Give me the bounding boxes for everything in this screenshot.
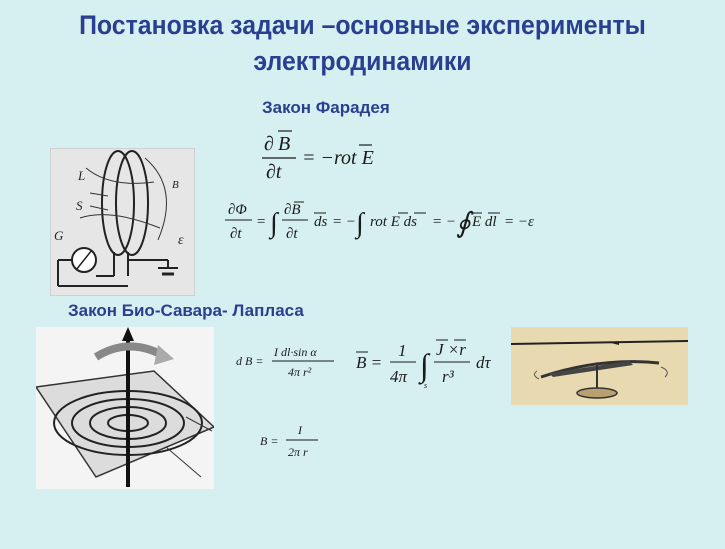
integral-subscript: s bbox=[424, 381, 427, 390]
svg-text:=: = bbox=[256, 214, 266, 230]
faraday-induction-figure: L S G B ε bbox=[50, 148, 195, 296]
svg-text:E dl: E dl bbox=[471, 214, 497, 230]
label-B: B bbox=[172, 179, 179, 191]
svg-text:4π r²: 4π r² bbox=[288, 365, 312, 379]
label-emf: ε bbox=[178, 233, 184, 248]
svg-text:I dl·sin α: I dl·sin α bbox=[273, 345, 317, 359]
svg-text:r³: r³ bbox=[442, 367, 455, 386]
label-G: G bbox=[54, 228, 64, 243]
svg-text:B =: B = bbox=[260, 434, 278, 448]
svg-text:1: 1 bbox=[398, 341, 407, 360]
faraday-equation-1: ∂ B ∂t = −rot E bbox=[262, 130, 374, 183]
svg-text:∂: ∂ bbox=[264, 133, 274, 155]
biot-savart-b-line-equation: B = I 2π r bbox=[260, 423, 318, 459]
slide-title-line2: электродинамики bbox=[253, 46, 472, 76]
biot-savart-b-integral-equation: B = 1 4π ∫ s J ×r r³ dτ bbox=[356, 339, 492, 390]
svg-text:B =: B = bbox=[356, 353, 382, 372]
svg-text:∮: ∮ bbox=[456, 208, 474, 239]
svg-text:∂t: ∂t bbox=[286, 226, 298, 242]
svg-text:∫: ∫ bbox=[418, 347, 431, 385]
biot-savart-db-equation: d B = I dl·sin α 4π r² bbox=[236, 345, 334, 379]
svg-text:rot E ds: rot E ds bbox=[370, 214, 417, 230]
slide-title-line1: Постановка задачи –основные эксперименты bbox=[79, 10, 646, 40]
svg-text:= −: = − bbox=[332, 214, 356, 230]
svg-text:∂t: ∂t bbox=[230, 226, 242, 242]
label-L: L bbox=[77, 168, 85, 183]
faraday-heading: Закон Фарадея bbox=[262, 98, 390, 117]
magnetic-field-wire-figure bbox=[36, 327, 214, 489]
faraday-equation-2: ∂Φ ∂t = ∫ ∂B ∂t ds = − ∫ rot E ds = − ∮ … bbox=[225, 201, 534, 242]
svg-text:= −rot E: = −rot E bbox=[302, 147, 374, 169]
oersted-experiment-photo bbox=[511, 327, 688, 405]
label-S: S bbox=[76, 198, 83, 213]
svg-text:B: B bbox=[278, 133, 290, 155]
svg-text:J ×r: J ×r bbox=[436, 340, 466, 359]
svg-text:∂B: ∂B bbox=[284, 202, 301, 218]
svg-text:d B =: d B = bbox=[236, 354, 263, 368]
svg-text:I: I bbox=[297, 423, 303, 437]
svg-text:= −ε: = −ε bbox=[504, 214, 534, 230]
svg-text:ds: ds bbox=[314, 214, 328, 230]
svg-text:= −: = − bbox=[432, 214, 456, 230]
svg-text:2π r: 2π r bbox=[288, 445, 308, 459]
svg-text:∫: ∫ bbox=[268, 208, 280, 240]
svg-text:∂t: ∂t bbox=[266, 161, 282, 183]
svg-text:4π: 4π bbox=[390, 367, 408, 386]
biot-savart-heading: Закон Био-Савара- Лапласа bbox=[68, 301, 304, 320]
svg-text:dτ: dτ bbox=[476, 353, 492, 372]
svg-text:∫: ∫ bbox=[354, 208, 366, 240]
svg-text:∂Φ: ∂Φ bbox=[228, 202, 247, 218]
